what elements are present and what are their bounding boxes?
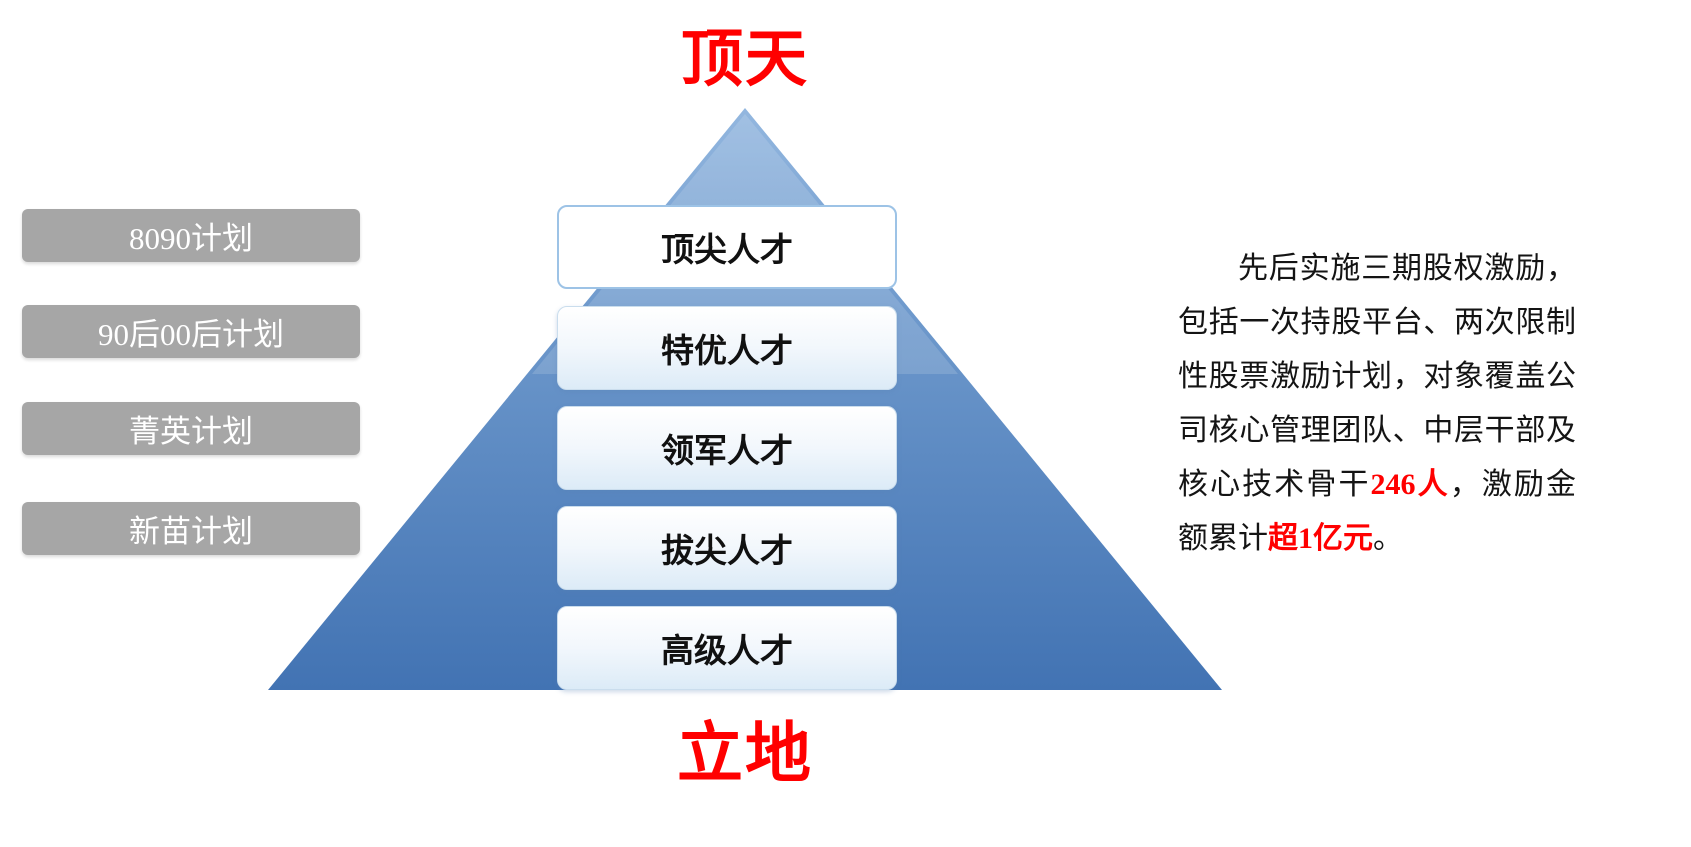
title-top: 顶天 (680, 25, 810, 94)
pyramid-level-label: 拔尖人才 (661, 532, 793, 569)
pyramid-level-label: 特优人才 (661, 332, 793, 369)
paragraph-segment: 。 (1373, 522, 1403, 555)
pyramid-level-2: 特优人才 (557, 306, 897, 390)
plan-item-90hou00hou: 90后00后计划 (22, 305, 360, 358)
pyramid-level-4: 拔尖人才 (557, 506, 897, 590)
pyramid-level-label: 顶尖人才 (661, 231, 793, 268)
pyramid-triangle (268, 108, 1222, 690)
incentive-paragraph: 先后实施三期股权激励，包括一次持股平台、两次限制性股票激励计划，对象覆盖公司核心… (1178, 242, 1576, 566)
plan-label: 新苗计划 (129, 514, 253, 549)
plan-item-jingying: 菁英计划 (22, 402, 360, 455)
pyramid-level-label: 高级人才 (661, 632, 793, 669)
plan-label: 菁英计划 (129, 414, 253, 449)
title-bottom: 立地 (677, 716, 813, 790)
plan-item-8090: 8090计划 (22, 209, 360, 262)
pyramid-level-label: 领军人才 (661, 432, 793, 469)
plan-label: 90后00后计划 (98, 317, 284, 352)
paragraph-segment: ，激励金额累计 (1178, 468, 1577, 555)
pyramid-level-5: 高级人才 (557, 606, 897, 690)
pyramid-shape (268, 108, 1222, 690)
plan-item-xinmiao: 新苗计划 (22, 502, 360, 555)
paragraph-highlight-246: 246人 (1370, 468, 1450, 501)
pyramid-level-3: 领军人才 (557, 406, 897, 490)
pyramid-level-1: 顶尖人才 (557, 205, 897, 289)
paragraph-segment: 先后实施三期股权激励，包括一次持股平台、两次限制性股票激励计划，对象覆盖公司核心… (1178, 252, 1576, 501)
paragraph-highlight-1yi: 超1亿元 (1268, 522, 1373, 555)
plan-label: 8090计划 (129, 221, 253, 256)
